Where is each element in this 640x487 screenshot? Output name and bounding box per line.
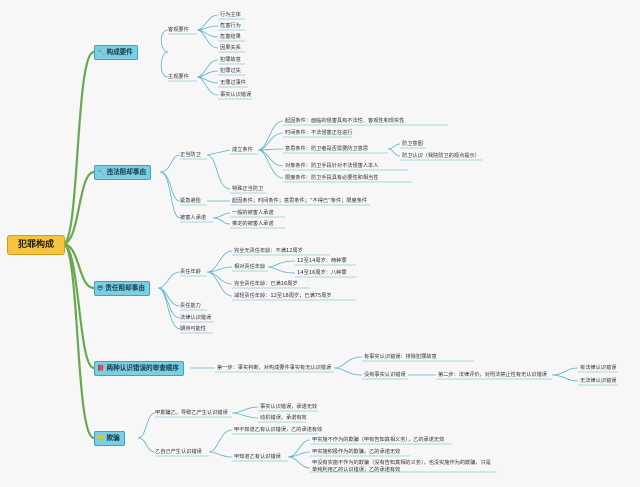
node-necessity[interactable]: 紧急避险 — [180, 198, 201, 204]
sunglasses-face-icon: 😎 — [97, 285, 104, 292]
leaf[interactable]: 犯罪过失 — [220, 68, 241, 74]
handshake-icon: 🤝 — [97, 435, 105, 442]
root-node[interactable]: 犯罪构成 — [7, 235, 65, 255]
branch-mistake-order[interactable]: 📕两种认识错误的审查顺序 — [94, 361, 185, 376]
node-consent[interactable]: 被害人承诺 — [180, 215, 206, 221]
node-subjective[interactable]: 主观要件 — [168, 74, 189, 80]
leaf[interactable]: 防卫意图 — [402, 141, 423, 147]
leaf[interactable]: 12至14周岁：两种罪 — [297, 258, 347, 264]
node-self-defense[interactable]: 正当防卫 — [180, 152, 201, 158]
leaf[interactable]: 犯罪故意 — [220, 57, 241, 63]
leaf[interactable]: 事实认识错误 — [220, 92, 252, 98]
leaf[interactable]: 行为主体 — [220, 12, 241, 18]
leaf[interactable]: 完全责任年龄：已满16周岁 — [234, 281, 298, 287]
leaf[interactable]: 危害行为 — [220, 23, 241, 29]
leaf[interactable]: 限度条件：防卫手段具有必要性和相当性 — [285, 175, 379, 181]
node-law-mistake[interactable]: 法律认识错误 — [180, 315, 212, 321]
leaf[interactable]: 无罪过事件 — [220, 80, 246, 86]
node-conditions[interactable]: 成立条件 — [232, 147, 253, 153]
branch-deception[interactable]: 🤝欺骗 — [94, 431, 125, 446]
leaf[interactable]: 无法律认识错误 — [580, 378, 617, 384]
leaf[interactable]: 特殊正当防卫 — [232, 186, 264, 192]
branch-label: 欺骗 — [106, 434, 120, 442]
book-icon: 📕 — [97, 365, 105, 372]
leaf[interactable]: 单纯利用乙的认识错误，乙的承诺有效 — [312, 467, 401, 473]
node-knows-mistake[interactable]: 甲知道乙有认识错误 — [234, 454, 281, 460]
leaf[interactable]: 有法律认识错误 — [580, 365, 617, 371]
leaf[interactable]: 防卫认识（我院防卫的观点提示） — [402, 153, 480, 159]
leaf[interactable]: 14至16周岁：八种罪 — [297, 270, 347, 276]
node-relative-age[interactable]: 相对责任年龄 — [234, 264, 266, 270]
leaf[interactable]: 动机错误，承诺有效 — [260, 415, 307, 421]
leaf[interactable]: 推定的被害人承诺 — [232, 221, 274, 227]
branch-label: 构成要件 — [106, 48, 133, 56]
branch-excuse[interactable]: 😎责任阻却事由 — [94, 281, 150, 296]
leaf[interactable]: 对象条件：防卫手段针对不法侵害人本人 — [285, 163, 379, 169]
leaf[interactable]: 甲不知道乙有认识错误，乙的承诺有效 — [234, 427, 323, 433]
leaf[interactable]: 减轻责任年龄：12至18周岁；已满75周岁 — [234, 293, 332, 299]
leaf[interactable]: 甲实施积极作为的欺骗，乙的承诺无效 — [312, 449, 401, 455]
leaf[interactable]: 起因条件：面临的侵害具有不法性、客观性和现实性 — [285, 118, 405, 124]
leaf[interactable]: 甲实施不作为的欺骗（甲有告知真相义务），乙的承诺无效 — [312, 437, 445, 443]
leaf[interactable]: 完全无责任年龄：不满12周岁 — [234, 248, 303, 254]
leaf[interactable]: 起因条件；时间条件；意思条件；“不得已”条件；限度条件 — [232, 198, 368, 204]
node-objective[interactable]: 客观要件 — [168, 27, 189, 33]
node-capacity[interactable]: 责任能力 — [180, 303, 201, 309]
node-self-mistake[interactable]: 乙自己产生认识错误 — [155, 449, 202, 455]
node-deceived[interactable]: 甲欺骗乙，导致乙产生认识错误 — [155, 410, 228, 416]
node-expectability[interactable]: 期待可能性 — [180, 326, 206, 332]
branch-justification[interactable]: 🔧违法阻却事由 — [94, 165, 152, 180]
leaf[interactable]: 危害结果 — [220, 34, 241, 40]
leaf[interactable]: 意思条件：防卫者是否需要防卫意思 — [285, 146, 369, 152]
leaf[interactable]: 事实认识错误，承诺无效 — [260, 404, 318, 410]
node-age[interactable]: 责任年龄 — [180, 269, 201, 275]
wrench-icon: 🔧 — [97, 49, 105, 56]
wrench-icon: 🔧 — [97, 169, 105, 176]
branch-label: 两种认识错误的审查顺序 — [106, 364, 180, 372]
node-no-fact-mistake[interactable]: 没有事实认识错误 — [364, 372, 406, 378]
leaf[interactable]: 因果关系 — [220, 45, 241, 51]
leaf[interactable]: 时间条件：不法侵害正在进行 — [285, 130, 353, 136]
leaf[interactable]: 有事实认识错误：排除犯罪故意 — [364, 354, 437, 360]
leaf[interactable]: 甲没有实施不作为的欺骗（没有告知真相的义务），也没实施作为的欺骗，只是 — [312, 460, 491, 466]
branch-label: 违法阻却事由 — [106, 168, 147, 176]
branch-elements[interactable]: 🔧构成要件 — [94, 45, 138, 60]
node-step1[interactable]: 第一步：事实判断，对构成要件事实有无认识错误 — [217, 365, 332, 371]
branch-label: 责任阻却事由 — [105, 284, 145, 292]
node-step2[interactable]: 第二步：法律评价，对刑法禁止性有无认识错误 — [438, 372, 547, 378]
leaf[interactable]: 一般的被害人承诺 — [232, 210, 274, 216]
